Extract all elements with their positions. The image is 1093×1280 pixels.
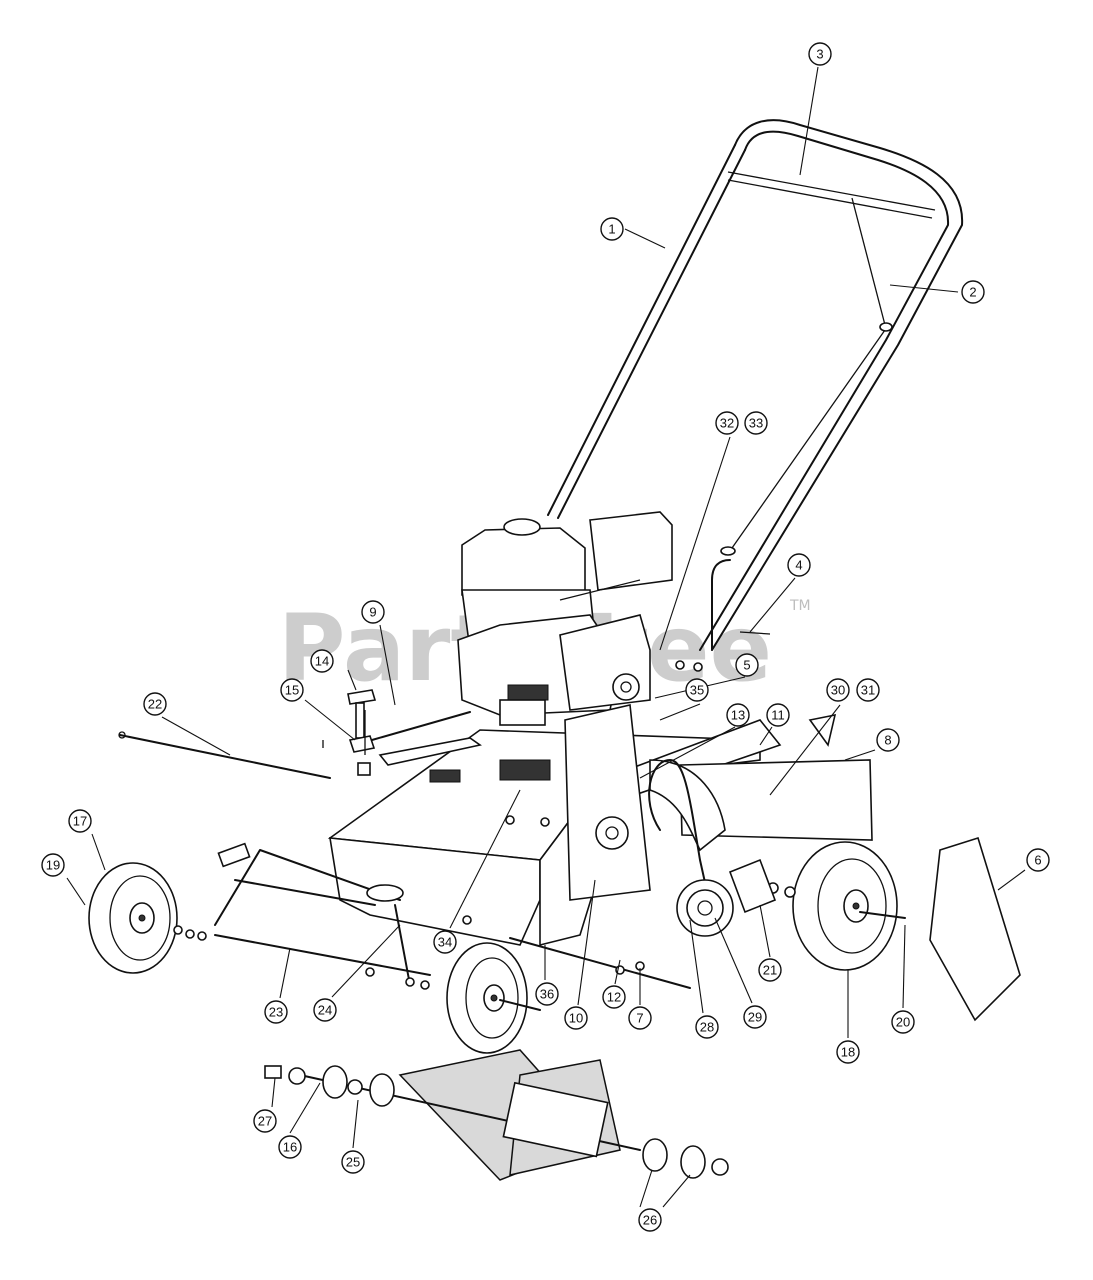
callout-15: 15	[280, 678, 304, 702]
svg-text:24: 24	[318, 1003, 332, 1018]
callout-30: 30	[826, 678, 850, 702]
callout-14: 14	[310, 649, 334, 673]
callout-25: 25	[341, 1150, 365, 1174]
callout-28: 28	[695, 1015, 719, 1039]
callout-6: 6	[1026, 848, 1050, 872]
handle-assembly[interactable]	[547, 119, 964, 651]
axle-rod[interactable]	[118, 731, 331, 779]
callout-21: 21	[758, 958, 782, 982]
callout-29: 29	[743, 1005, 767, 1029]
callout-24: 24	[313, 998, 337, 1022]
svg-text:30: 30	[831, 683, 845, 698]
callout-13: 13	[726, 703, 750, 727]
callout-4: 4	[787, 553, 811, 577]
svg-text:14: 14	[315, 654, 329, 669]
svg-text:1: 1	[608, 222, 615, 237]
svg-text:2: 2	[969, 285, 976, 300]
callout-7: 7	[628, 1006, 652, 1030]
hardware	[173, 631, 796, 990]
svg-text:7: 7	[636, 1011, 643, 1026]
callout-2: 2	[961, 280, 985, 304]
svg-text:16: 16	[283, 1140, 297, 1155]
svg-text:35: 35	[690, 683, 704, 698]
wheel-frame[interactable]	[214, 842, 691, 989]
callout-1: 1	[600, 217, 624, 241]
callout-3: 3	[808, 42, 832, 66]
callout-5: 5	[735, 653, 759, 677]
svg-text:28: 28	[700, 1020, 714, 1035]
svg-text:9: 9	[369, 605, 376, 620]
svg-text:10: 10	[569, 1011, 583, 1026]
svg-text:18: 18	[841, 1045, 855, 1060]
svg-text:22: 22	[148, 697, 162, 712]
callout-26: 26	[638, 1208, 662, 1232]
callout-31: 31	[856, 678, 880, 702]
svg-text:29: 29	[748, 1010, 762, 1025]
callout-33: 33	[744, 411, 768, 435]
svg-text:17: 17	[73, 814, 87, 829]
callout-16: 16	[278, 1135, 302, 1159]
svg-text:6: 6	[1034, 853, 1041, 868]
wheel-right-rear[interactable]	[792, 841, 906, 971]
svg-text:19: 19	[46, 858, 60, 873]
callout-18: 18	[836, 1040, 860, 1064]
callout-10: 10	[564, 1006, 588, 1030]
callout-27: 27	[253, 1109, 277, 1133]
svg-text:31: 31	[861, 683, 875, 698]
callout-36: 36	[535, 982, 559, 1006]
callout-23: 23	[264, 1000, 288, 1024]
callout-32: 32	[715, 411, 739, 435]
callout-9: 9	[361, 600, 385, 624]
cover-plate[interactable]	[929, 836, 1021, 1022]
watermark-trademark: TM	[789, 598, 811, 614]
wheel-front-left[interactable]	[446, 942, 541, 1054]
svg-text:27: 27	[258, 1114, 272, 1129]
svg-text:34: 34	[438, 935, 452, 950]
svg-text:21: 21	[763, 963, 777, 978]
callout-12: 12	[602, 985, 626, 1009]
callout-17: 17	[68, 809, 92, 833]
svg-text:12: 12	[607, 990, 621, 1005]
engine[interactable]	[457, 511, 673, 726]
wheel-left-rear[interactable]	[88, 862, 178, 974]
svg-text:8: 8	[884, 733, 891, 748]
callout-19: 19	[41, 853, 65, 877]
callout-8: 8	[876, 728, 900, 752]
svg-text:11: 11	[771, 708, 785, 723]
callout-34: 34	[433, 930, 457, 954]
svg-text:20: 20	[896, 1015, 910, 1030]
svg-text:36: 36	[540, 987, 554, 1002]
svg-text:25: 25	[346, 1155, 360, 1170]
svg-text:23: 23	[269, 1005, 283, 1020]
svg-text:33: 33	[749, 416, 763, 431]
svg-text:4: 4	[795, 558, 802, 573]
height-adjust-knob[interactable]	[347, 689, 482, 776]
svg-text:26: 26	[643, 1213, 657, 1228]
svg-text:15: 15	[285, 683, 299, 698]
blade-reel[interactable]	[264, 1049, 729, 1181]
svg-text:32: 32	[720, 416, 734, 431]
belt-and-pulleys[interactable]	[595, 759, 734, 937]
leader-lines	[66, 66, 1026, 1208]
deck-housing[interactable]	[327, 704, 873, 947]
svg-text:13: 13	[731, 708, 745, 723]
callout-20: 20	[891, 1010, 915, 1034]
callout-11: 11	[766, 703, 790, 727]
svg-text:3: 3	[816, 47, 823, 62]
callout-35: 35	[685, 678, 709, 702]
callout-22: 22	[143, 692, 167, 716]
svg-text:5: 5	[743, 658, 750, 673]
